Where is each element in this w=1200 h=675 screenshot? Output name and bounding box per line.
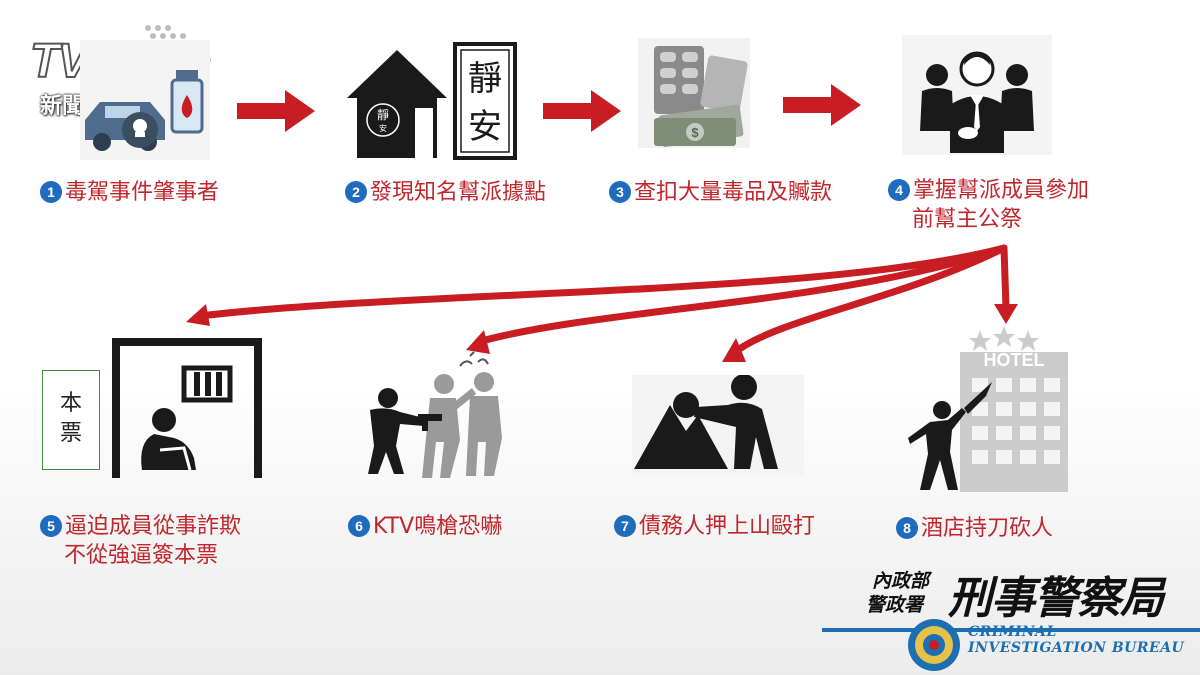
step-4-text-line2: 前幫主公祭 [912, 207, 1023, 232]
step-1-text: 毒駕事件肇事者 [65, 180, 220, 205]
arrow-1-to-2-icon [237, 90, 315, 132]
arrow-2-to-3-icon [543, 90, 621, 132]
cib-english-name: CRIMINAL INVESTIGATION BUREAU [968, 624, 1185, 656]
step-3-text: 查扣大量毒品及贓款 [634, 180, 833, 205]
svg-text:$: $ [691, 125, 699, 140]
car-drugs-icon [80, 40, 210, 160]
step-8-text: 酒店持刀砍人 [921, 516, 1054, 541]
mountain-beating-icon [632, 375, 804, 475]
step-7-text: 債務人押上山毆打 [639, 514, 816, 539]
cib-police-agency: 警政署 [866, 594, 924, 616]
gang-members-icon [902, 35, 1052, 155]
step-5-text: 逼迫成員從事詐欺 [65, 514, 242, 539]
promissory-note-line2: 票 [59, 421, 82, 446]
step-2-text: 發現知名幫派據點 [370, 180, 547, 205]
seized-drugs-money-icon: $ [638, 38, 750, 148]
sign-an: 安 [468, 107, 502, 147]
step-6-text: KTV鳴槍恐嚇 [373, 514, 503, 539]
hotel-knife-icon: HOTEL [908, 326, 1068, 492]
step-6-number: 6 [348, 515, 370, 537]
house-seal-top: 靜 [377, 108, 389, 122]
arrow-3-to-4-icon [783, 84, 861, 126]
branch-arrow-to-6 [474, 244, 1008, 346]
gun-threat-icon [368, 351, 502, 478]
step-7-number: 7 [614, 515, 636, 537]
step-8-number: 8 [896, 517, 918, 539]
step-3-number: 3 [609, 181, 631, 203]
step-4-number: 4 [888, 179, 910, 201]
branch-arrow-to-8 [1000, 244, 1010, 312]
step-4-text: 掌握幫派成員參加 [913, 178, 1090, 203]
cib-emblem-icon [822, 619, 1200, 671]
branch-arrow-to-5 [196, 244, 1008, 320]
detention-room-icon [112, 338, 262, 478]
branch-arrow-to-7 [731, 244, 1008, 356]
promissory-note-sticker: 本 票 [42, 370, 100, 470]
step-2-number: 2 [345, 181, 367, 203]
house-seal-bottom: 安 [379, 123, 387, 133]
cib-ministry: 內政部 [872, 570, 930, 592]
step-5-number: 5 [40, 515, 62, 537]
cib-name: 刑事警察局 [948, 573, 1164, 624]
sign-jing: 靜 [468, 59, 502, 99]
step-5-text-line2: 不從強逼簽本票 [64, 543, 219, 568]
promissory-note-line1: 本 [59, 391, 82, 416]
hotel-sign: HOTEL [984, 350, 1045, 370]
gang-house-icon: 靜 安 靜 安 [347, 42, 517, 160]
step-1-number: 1 [40, 181, 62, 203]
